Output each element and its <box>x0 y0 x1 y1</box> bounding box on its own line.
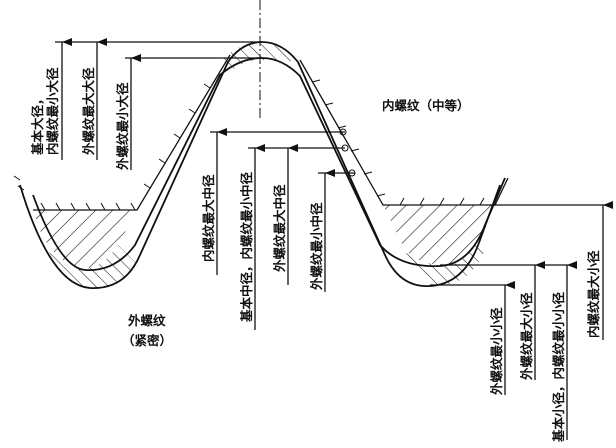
label-ext-max-minor-diameter: 外螺纹最大小径 <box>519 292 534 381</box>
label-external-thread-fit: （紧密） <box>122 333 172 348</box>
label-int-max-minor-diameter: 内螺纹最大小径 <box>586 250 601 338</box>
dimension-lines <box>55 38 613 440</box>
ext-thread-tolerance-zone-right <box>383 205 495 265</box>
ext-thread-root-zone-right <box>405 240 485 285</box>
label-basic-minor-diameter: 基本小径，内螺纹最小小径 <box>551 291 566 443</box>
label-ext-max-pitch-diameter: 外螺纹最大中径 <box>272 184 287 273</box>
ext-thread-tolerance-zone-left <box>33 210 137 269</box>
label-int-min-major-diameter: 内螺纹最小大径 <box>45 67 60 155</box>
label-ext-max-major-diameter: 外螺纹最大大径 <box>81 67 96 156</box>
label-basic-pitch-diameter: 基本中径，内螺纹最小中径 <box>239 171 254 323</box>
label-ext-min-minor-diameter: 外螺纹最小小径 <box>489 307 504 396</box>
label-basic-major-diameter: 基本大径， <box>30 92 45 156</box>
int-thread-surface-ticks <box>13 79 485 211</box>
label-internal-thread: 内螺纹（中等） <box>382 98 470 113</box>
ext-thread-min-profile <box>32 57 506 271</box>
label-ext-min-pitch-diameter: 外螺纹最小中径 <box>309 202 324 291</box>
label-ext-min-major-diameter: 外螺纹最小大径 <box>115 82 130 171</box>
label-external-thread: 外螺纹 <box>127 313 166 328</box>
label-int-max-pitch-diameter: 内螺纹最大中径 <box>201 174 216 262</box>
